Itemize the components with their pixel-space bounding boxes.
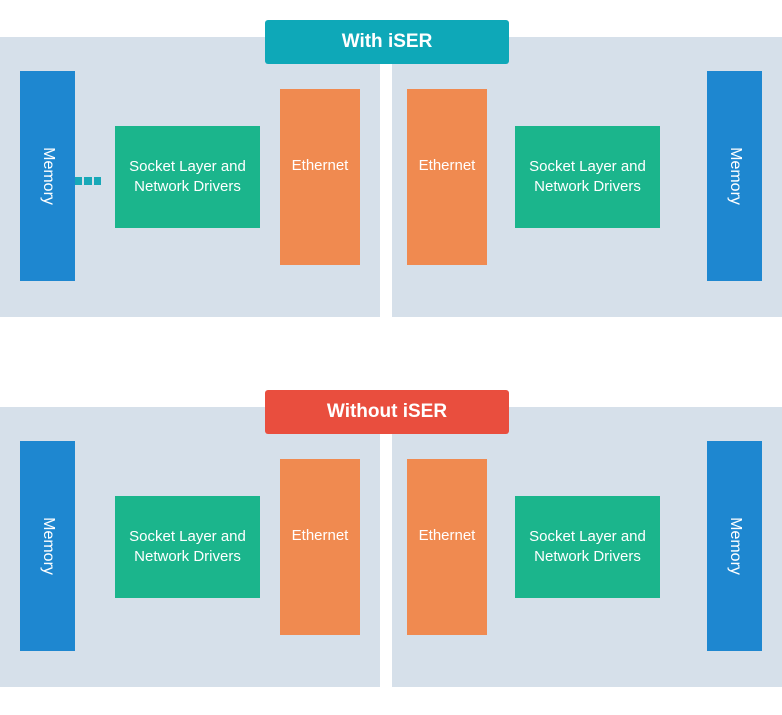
ethernet-block: Ethernet xyxy=(407,459,487,635)
socket-layer-block: Socket Layer and Network Drivers xyxy=(515,126,660,228)
socket-layer-block: Socket Layer and Network Drivers xyxy=(515,496,660,598)
ethernet-label: Ethernet xyxy=(418,156,476,174)
ethernet-label: Ethernet xyxy=(291,526,349,544)
memory-label: Memory xyxy=(726,517,744,575)
memory-label: Memory xyxy=(726,147,744,205)
memory-label: Memory xyxy=(39,517,57,575)
with-iser-left-panel: Memory Socket Layer and Network Drivers … xyxy=(0,37,380,317)
with-iser-banner: With iSER xyxy=(265,20,509,64)
memory-label: Memory xyxy=(39,147,57,205)
memory-block: Memory xyxy=(707,441,762,651)
memory-block: Memory xyxy=(707,71,762,281)
without-iser-right-panel: Ethernet Socket Layer and Network Driver… xyxy=(392,407,782,687)
without-iser-section: Without iSER Memory Socket Layer and Net… xyxy=(0,387,782,687)
with-iser-right-panel: Ethernet Socket Layer and Network Driver… xyxy=(392,37,782,317)
rdma-connector-icon xyxy=(75,177,101,185)
ethernet-label: Ethernet xyxy=(291,156,349,174)
socket-layer-block: Socket Layer and Network Drivers xyxy=(115,126,260,228)
memory-block: Memory xyxy=(20,71,75,281)
ethernet-block: Ethernet xyxy=(280,459,360,635)
without-iser-left-panel: Memory Socket Layer and Network Drivers … xyxy=(0,407,380,687)
without-iser-banner: Without iSER xyxy=(265,390,509,434)
ethernet-block: Ethernet xyxy=(280,89,360,265)
socket-layer-block: Socket Layer and Network Drivers xyxy=(115,496,260,598)
with-iser-section: With iSER Memory Socket Layer and Networ… xyxy=(0,17,782,317)
ethernet-label: Ethernet xyxy=(418,526,476,544)
ethernet-block: Ethernet xyxy=(407,89,487,265)
memory-block: Memory xyxy=(20,441,75,651)
